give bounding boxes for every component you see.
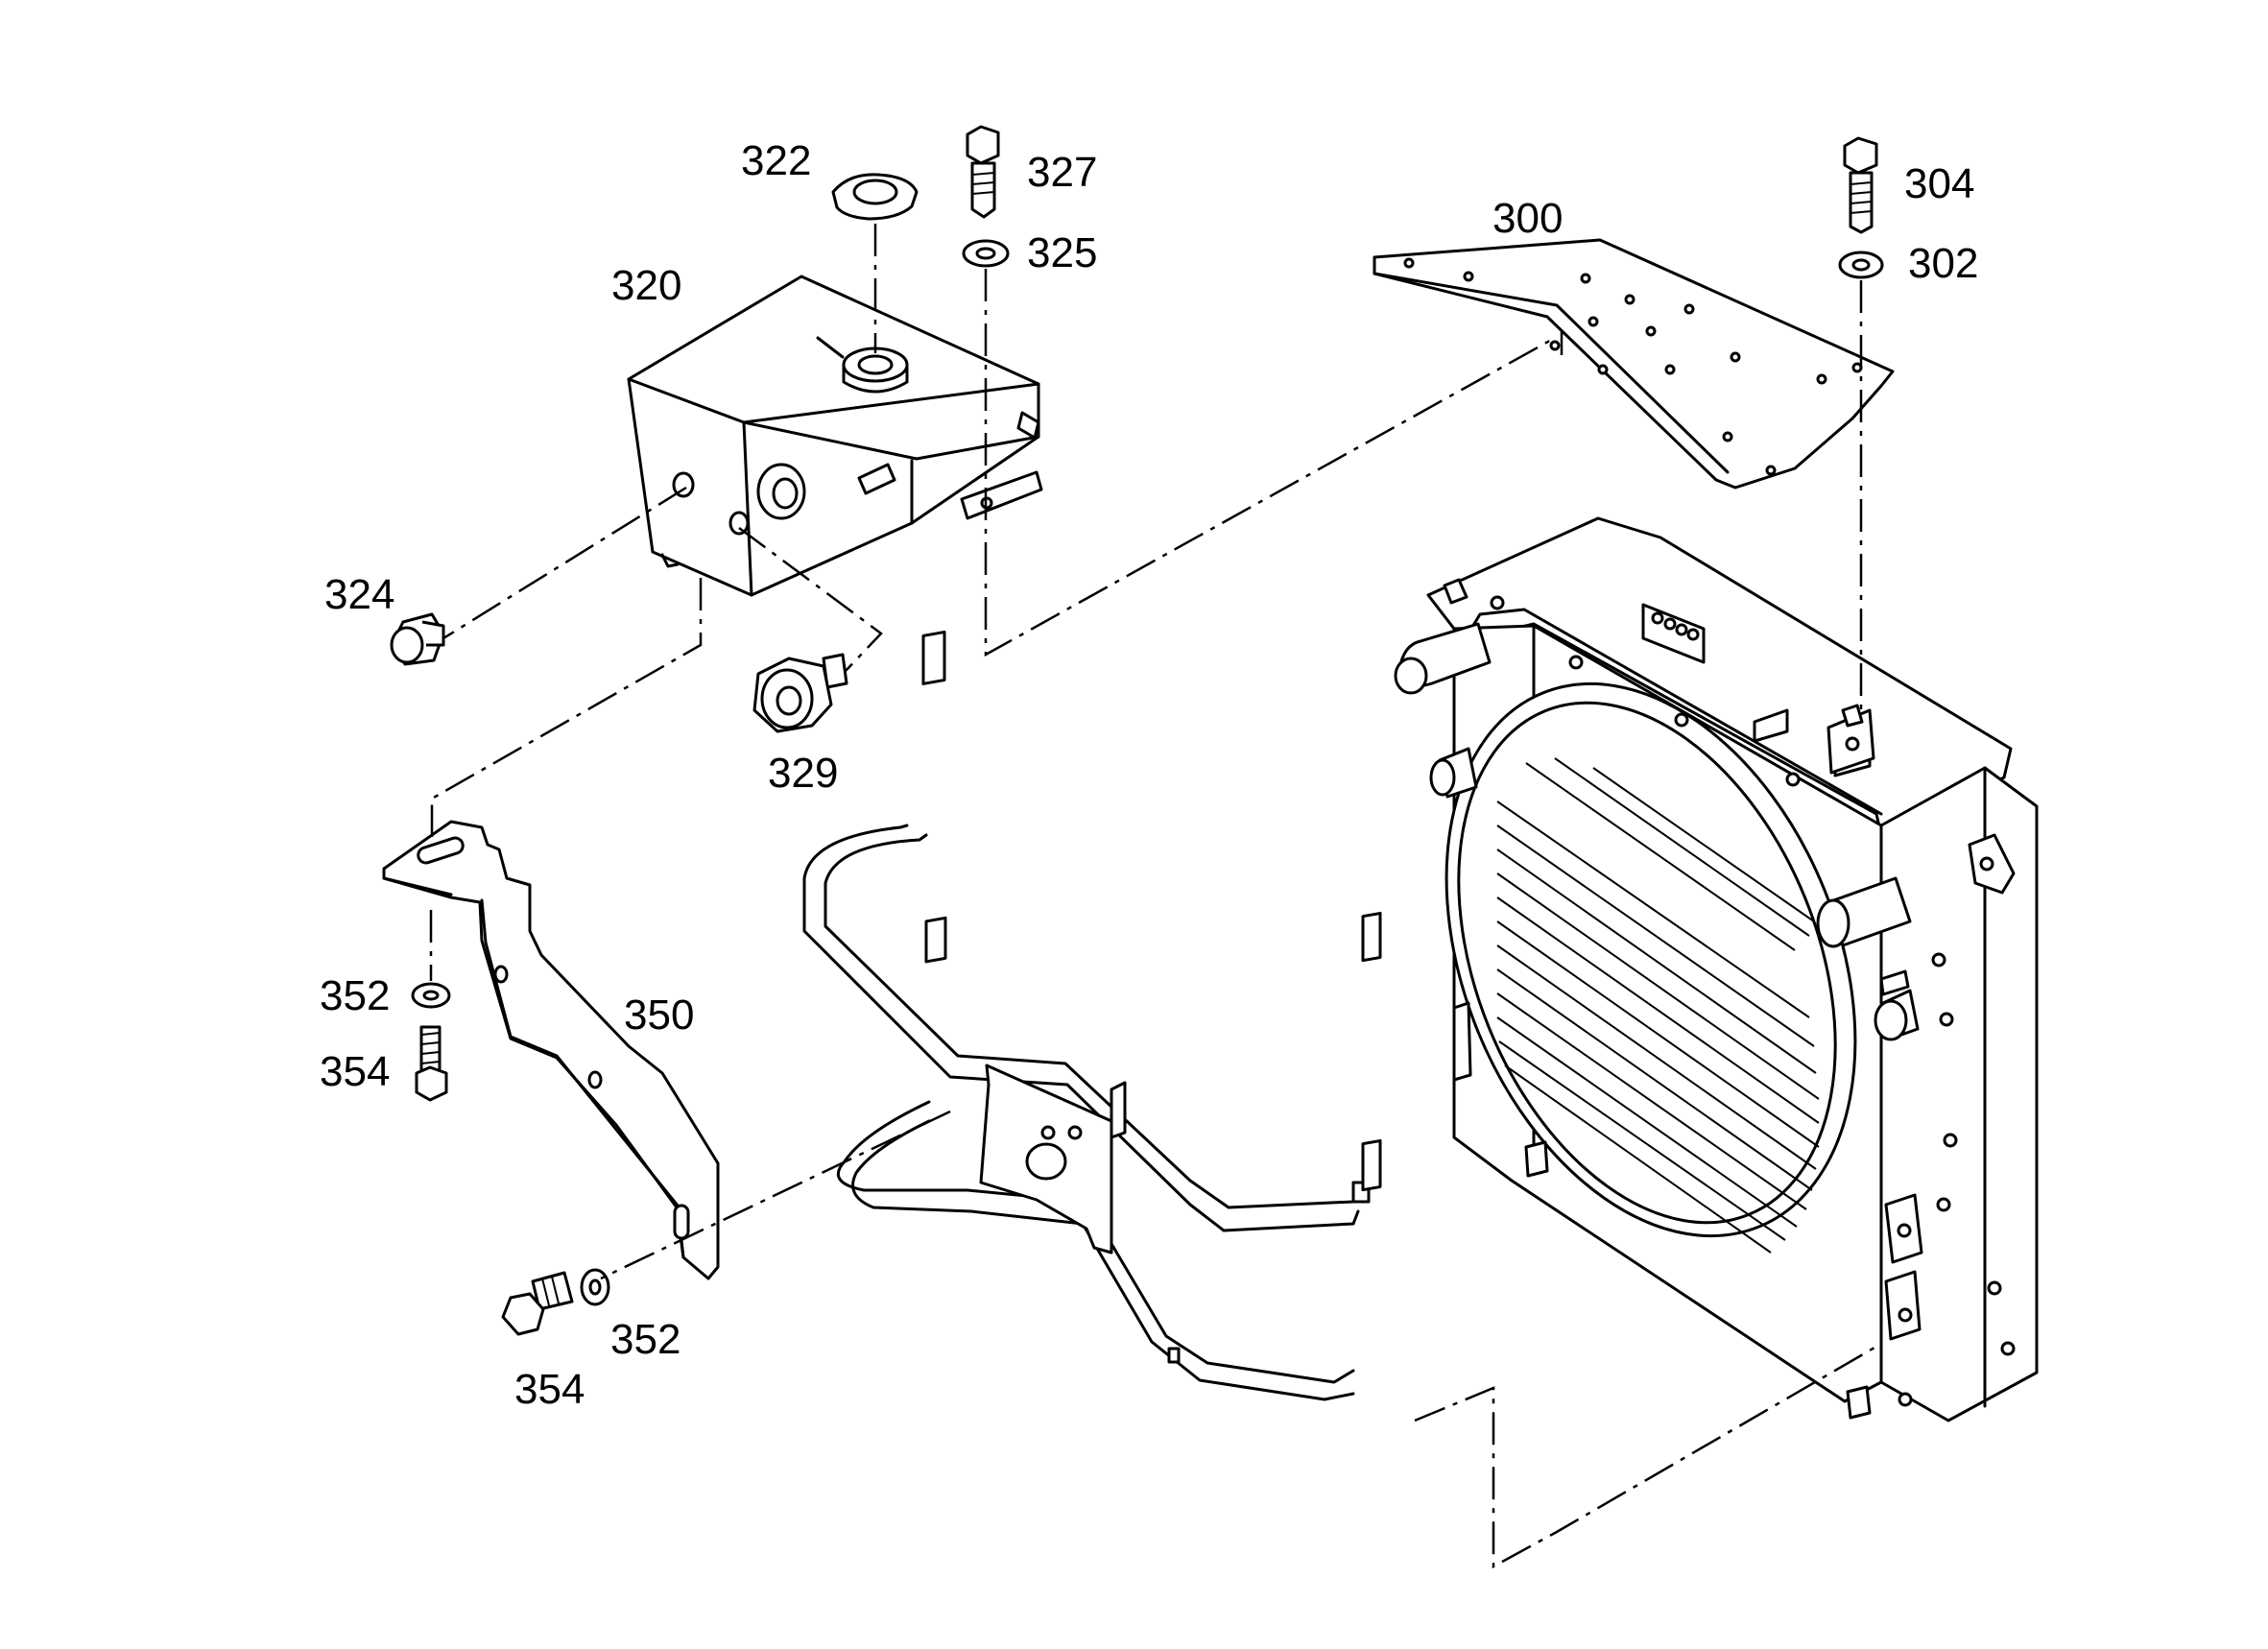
washer-325 <box>962 239 1010 268</box>
assembly-lines <box>429 224 1882 1569</box>
label-324: 324 <box>324 571 395 618</box>
bolt-327 <box>966 125 1000 219</box>
label-302: 302 <box>1908 240 1979 287</box>
bracket-350 <box>382 820 720 1280</box>
label-320: 320 <box>611 262 682 309</box>
label-322: 322 <box>741 137 812 184</box>
label-354-lower: 354 <box>514 1366 585 1413</box>
expansion-tank-320 <box>627 275 1043 597</box>
bolt-354-lower <box>501 1271 574 1336</box>
label-352-lower: 352 <box>610 1316 681 1363</box>
bolt-354-upper <box>415 1025 448 1102</box>
support-frame <box>802 630 1382 1401</box>
label-352-upper: 352 <box>320 972 391 1019</box>
label-325: 325 <box>1027 229 1098 276</box>
label-350: 350 <box>624 992 695 1039</box>
plug-329 <box>752 653 848 733</box>
washer-352-upper <box>411 982 451 1009</box>
mounting-plate-300 <box>1373 238 1895 490</box>
plug-324 <box>390 612 445 666</box>
radiator <box>1394 516 2039 1422</box>
label-327: 327 <box>1027 149 1098 196</box>
washer-352-lower <box>580 1268 610 1306</box>
washer-302 <box>1838 251 1884 279</box>
label-300: 300 <box>1492 195 1564 242</box>
bolt-304 <box>1843 136 1878 234</box>
label-304: 304 <box>1904 160 1975 207</box>
label-329: 329 <box>768 750 839 797</box>
label-354-upper: 354 <box>320 1048 391 1095</box>
radiator-cap-322 <box>831 173 919 221</box>
